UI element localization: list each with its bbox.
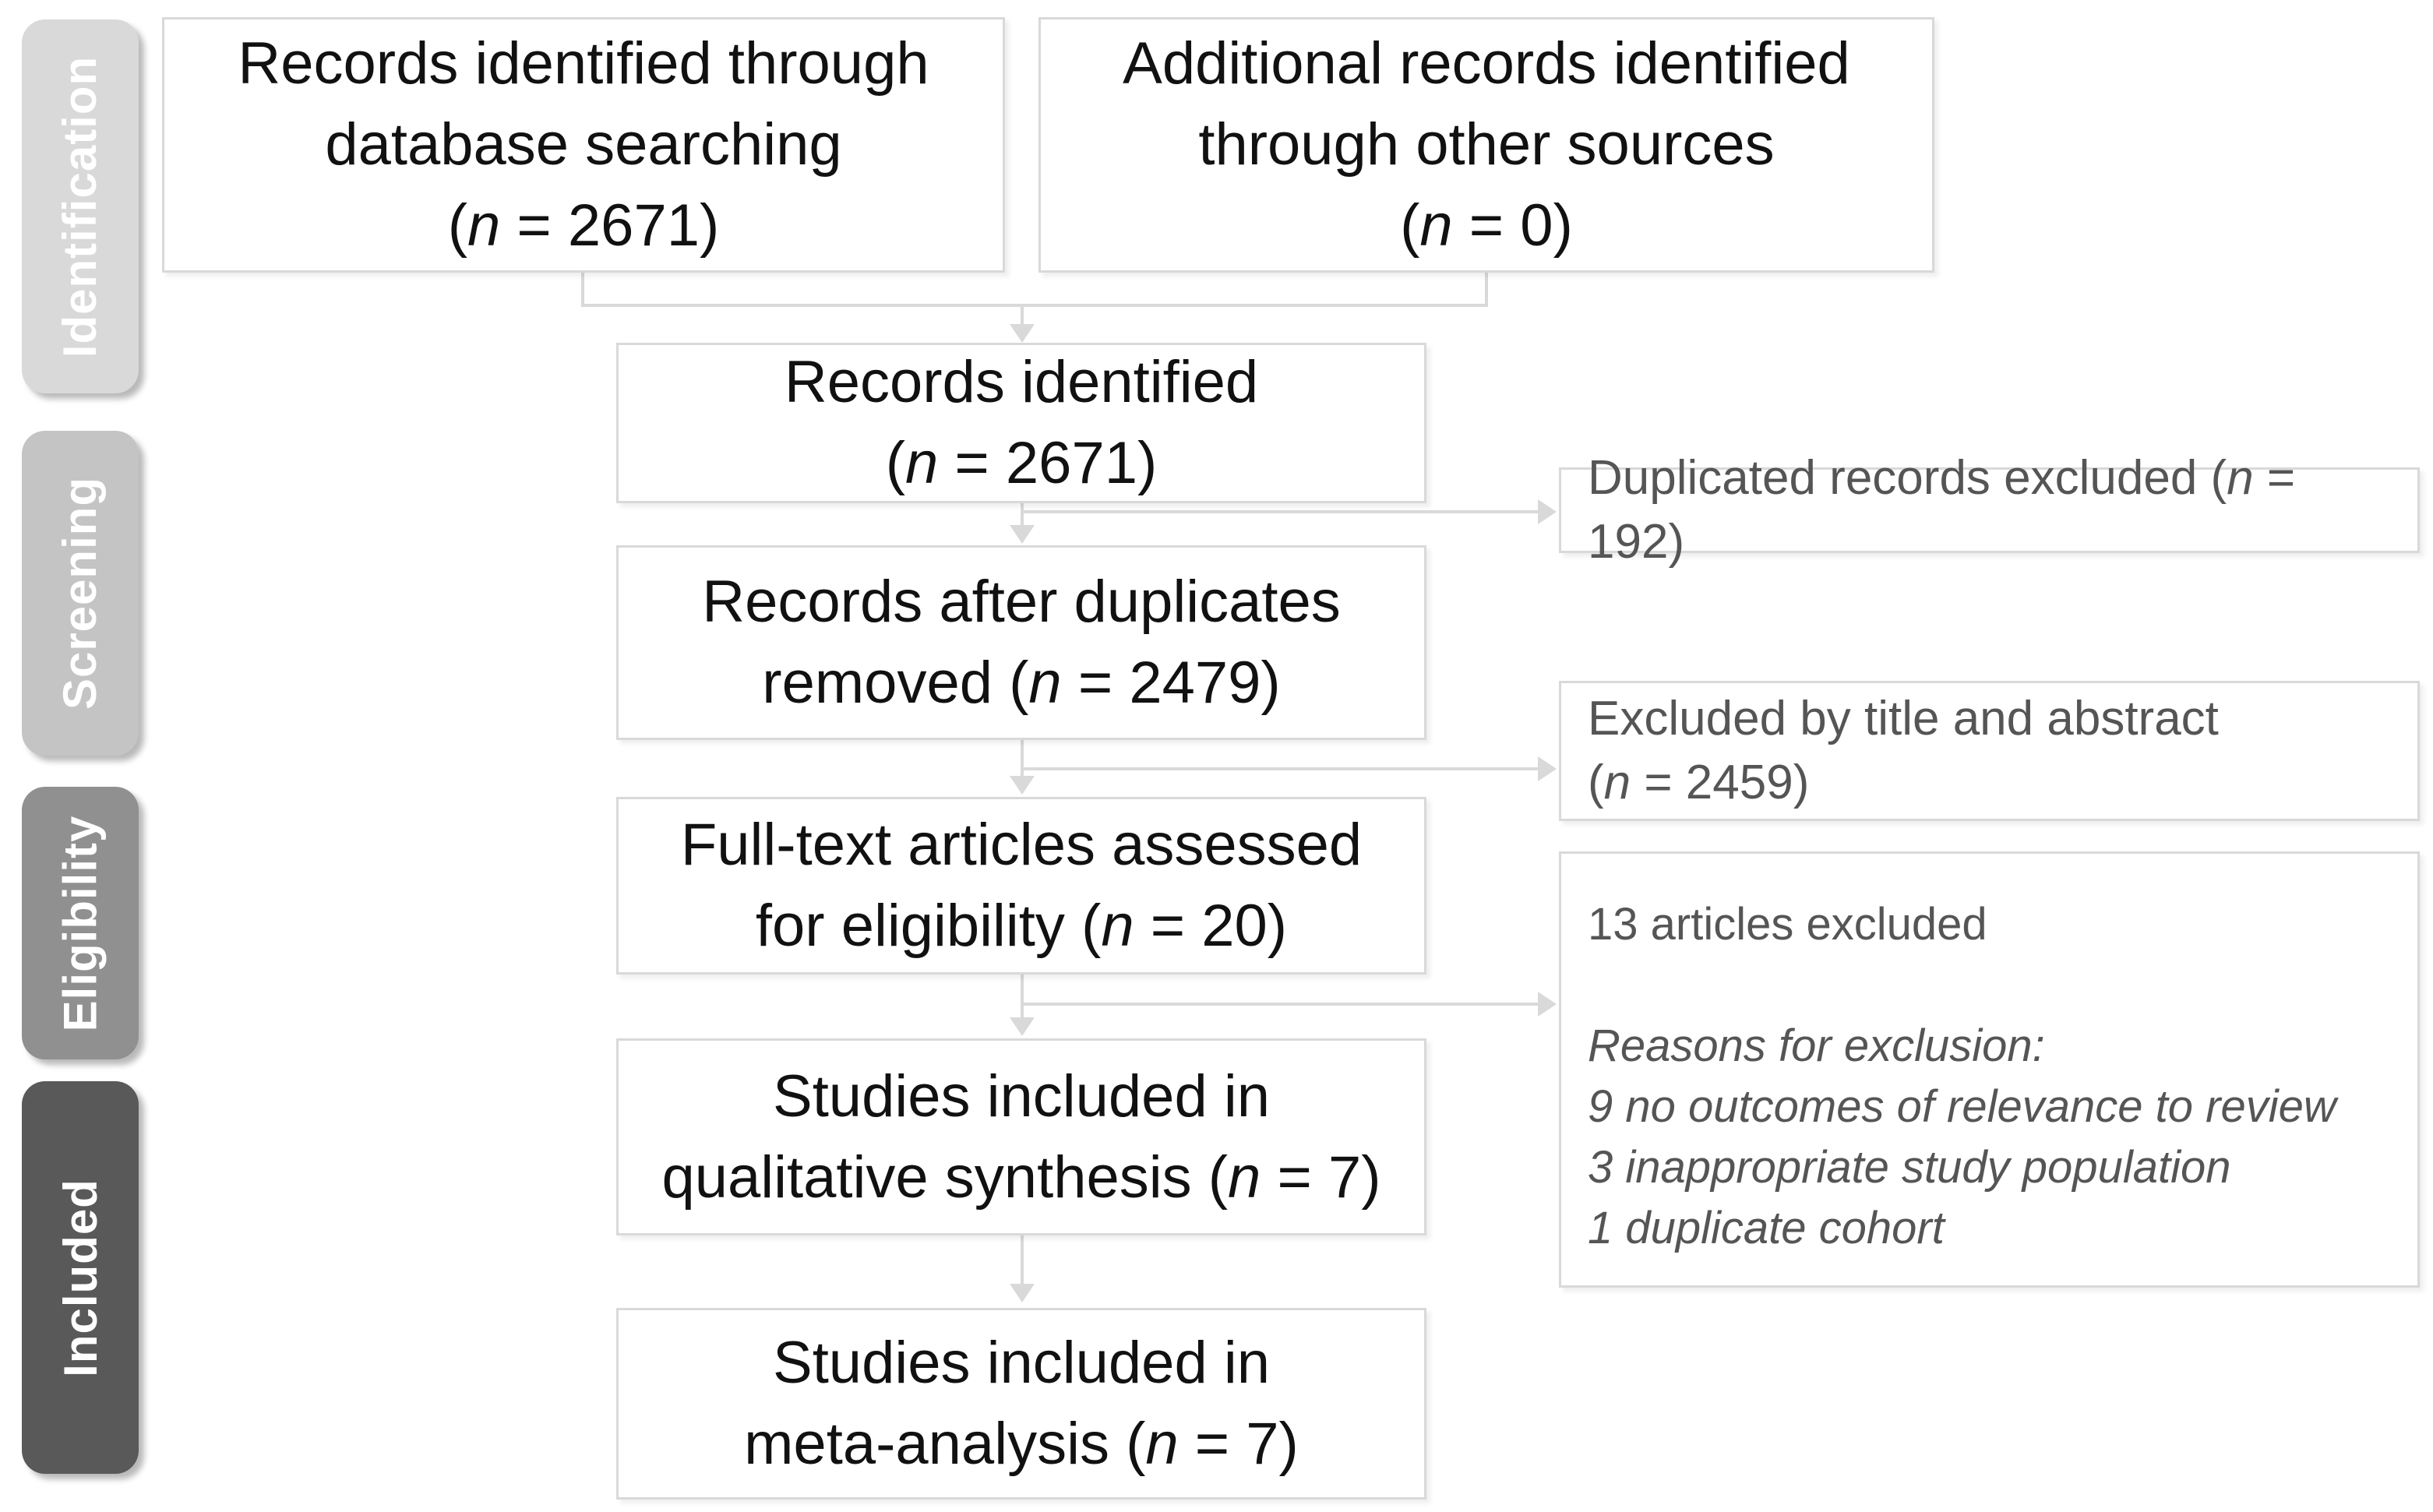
stage-label: Included xyxy=(54,1178,107,1377)
text-line: Reasons for exclusion: xyxy=(1588,1020,2045,1071)
connector-branch-title-abstract xyxy=(1022,767,1541,770)
stage-label: Eligibility xyxy=(54,815,107,1031)
text-line: through other sources xyxy=(1198,111,1775,178)
text-line: Studies included in xyxy=(773,1063,1270,1130)
text-line: Excluded by title and abstract xyxy=(1588,692,2219,745)
stage-identification: Identification xyxy=(22,19,139,393)
connector-to-records-identified xyxy=(1021,304,1024,327)
arrowhead-down-qualitative xyxy=(1010,1017,1035,1036)
text-line: Full-text articles assessed xyxy=(680,812,1363,878)
text-line: (n = 2459) xyxy=(1588,756,1810,809)
connector-branch-duplicates-excluded xyxy=(1022,510,1541,513)
text-line: meta-analysis (n = 7) xyxy=(744,1411,1299,1477)
text-line: qualitative synthesis (n = 7) xyxy=(661,1144,1381,1211)
connector-to-meta-analysis xyxy=(1021,1235,1024,1286)
text-line: (n = 2671) xyxy=(447,192,720,259)
stage-screening: Screening xyxy=(22,431,139,756)
arrowhead-right-articles-excluded xyxy=(1538,992,1557,1017)
box-additional-records-other-sources: Additional records identified through oth… xyxy=(1038,17,1934,273)
text-line: for eligibility (n = 20) xyxy=(755,893,1288,959)
arrowhead-right-duplicates-excluded xyxy=(1538,499,1557,524)
box-duplicated-records-excluded: Duplicated records excluded (n = 192) xyxy=(1559,451,2420,569)
arrowhead-down-full-text xyxy=(1010,776,1035,795)
box-meta-analysis: Studies included in meta-analysis (n = 7) xyxy=(616,1308,1426,1500)
arrowhead-down-after-duplicates xyxy=(1010,525,1035,544)
stage-eligibility: Eligibility xyxy=(22,787,139,1059)
connector-merge-horizontal xyxy=(581,304,1488,307)
text-line: (n = 0) xyxy=(1400,192,1573,259)
text-line xyxy=(1588,955,1600,1016)
connector-to-qualitative xyxy=(1021,975,1024,1017)
connector-to-full-text xyxy=(1021,740,1024,779)
text-line: Records identified xyxy=(784,349,1259,415)
box-records-identified-database: Records identified through database searc… xyxy=(162,17,1005,273)
arrowhead-down-records-identified xyxy=(1010,324,1035,343)
text-line: 1 duplicate cohort xyxy=(1588,1203,1945,1253)
box-records-identified: Records identified (n = 2671) xyxy=(616,343,1426,503)
arrowhead-right-title-abstract xyxy=(1538,756,1557,781)
stage-label: Screening xyxy=(54,476,107,710)
stage-label: Identification xyxy=(54,55,107,358)
text-line: Additional records identified xyxy=(1123,30,1850,97)
text-line: (n = 2671) xyxy=(885,430,1158,496)
box-full-text-assessed: Full-text articles assessed for eligibili… xyxy=(616,797,1426,975)
text-line: Records identified through xyxy=(238,30,929,97)
text-line: removed (n = 2479) xyxy=(762,650,1281,716)
box-qualitative-synthesis: Studies included in qualitative synthesis… xyxy=(616,1038,1426,1235)
text-line: Duplicated records excluded (n = 192) xyxy=(1588,451,2296,569)
text-line: 3 inappropriate study population xyxy=(1588,1142,2231,1193)
text-line: 13 articles excluded xyxy=(1588,899,1987,950)
text-line: Studies included in xyxy=(773,1330,1270,1396)
stage-included: Included xyxy=(22,1081,139,1474)
connector-database-down xyxy=(581,273,584,306)
text-line: 9 no outcomes of relevance to review xyxy=(1588,1081,2336,1132)
text-line: database searching xyxy=(325,111,842,178)
text-line: Records after duplicates xyxy=(702,569,1341,635)
arrowhead-down-meta-analysis xyxy=(1010,1284,1035,1302)
box-excluded-title-abstract: Excluded by title and abstract (n = 2459) xyxy=(1559,681,2420,821)
connector-branch-articles-excluded xyxy=(1022,1003,1541,1006)
connector-other-sources-down xyxy=(1485,273,1488,306)
connector-to-after-duplicates xyxy=(1021,503,1024,528)
box-articles-excluded-reasons: 13 articles excluded Reasons for exclusi… xyxy=(1559,851,2420,1288)
box-records-after-duplicates: Records after duplicates removed (n = 247… xyxy=(616,545,1426,740)
